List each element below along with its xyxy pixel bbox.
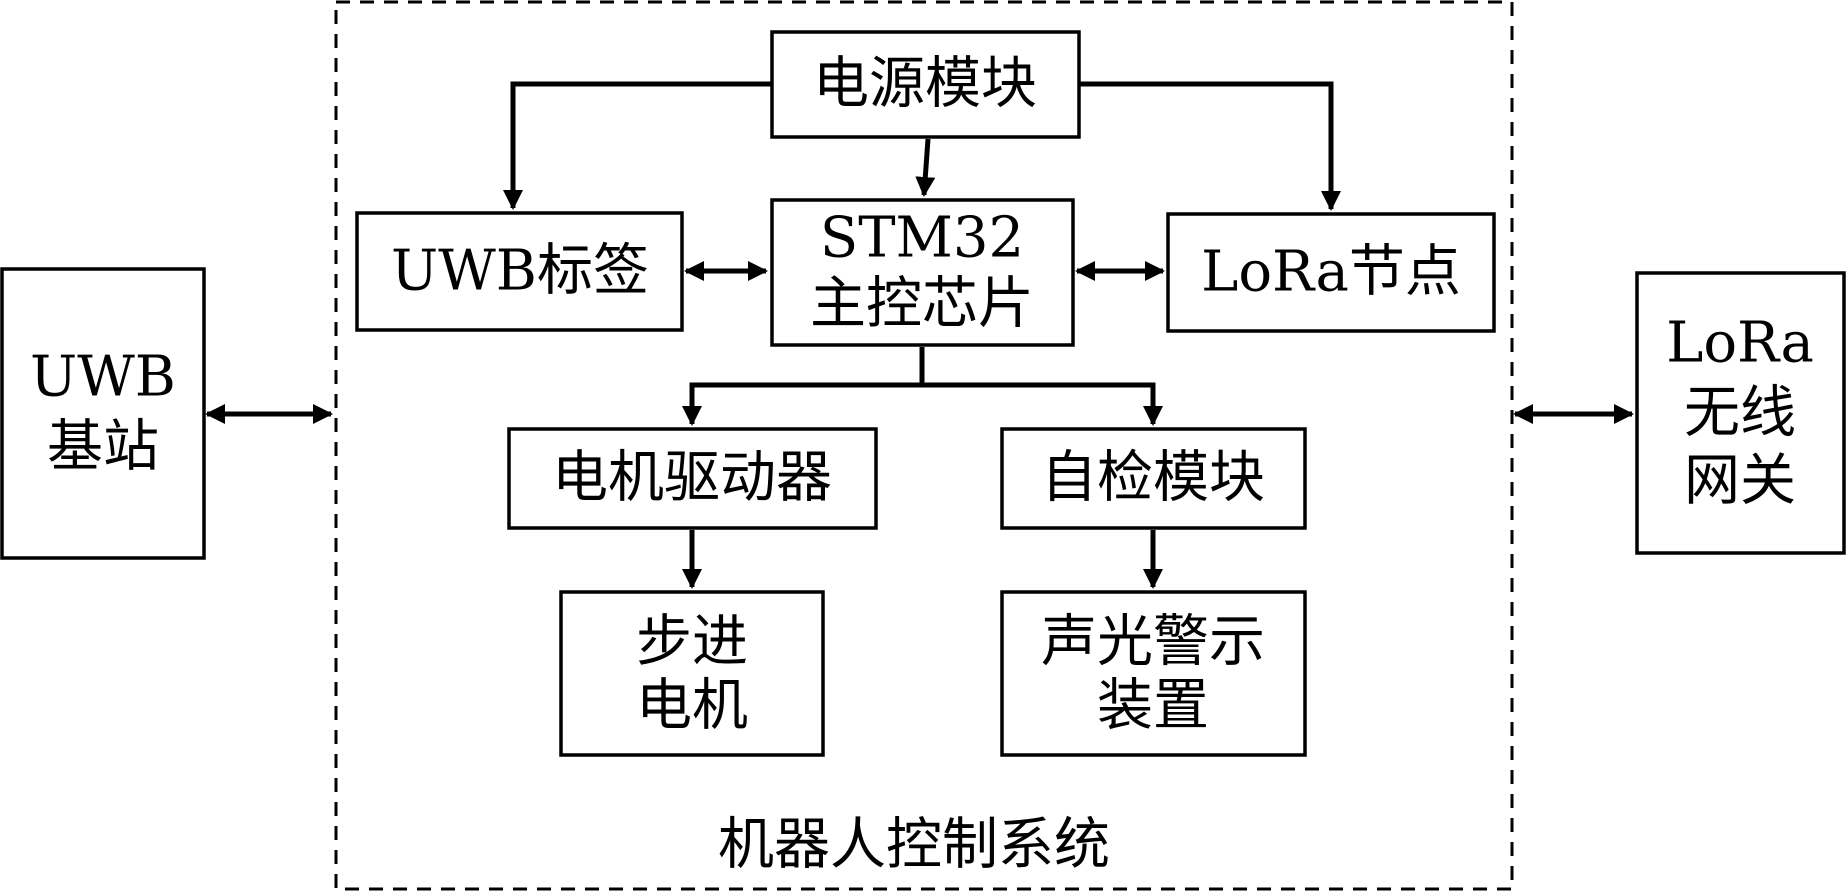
system-label: 机器人控制系统 [718,813,1110,878]
self-check-label: 自检模块 [1041,446,1265,511]
alarm-line-1: 声光警示 [1041,610,1265,675]
lora-gateway-block: LoRa 无线 网关 [1635,271,1846,555]
motor-driver-block: 电机驱动器 [507,427,878,530]
motor-driver-label: 电机驱动器 [552,446,832,511]
uwb-base-station-block: UWB 基站 [0,267,206,560]
system-boundary [334,0,1514,891]
alarm-device-block: 声光警示 装置 [1000,590,1307,757]
power-to-uwb-tag-arrow [503,81,772,210]
lora-gateway-line-3: 网关 [1684,449,1796,514]
power-to-lora-node-arrow [1080,81,1341,211]
uwb-base-line-2: 基站 [47,415,159,480]
mcu-line-1: STM32 [820,206,1024,271]
lora-node-block: LoRa节点 [1166,212,1496,333]
mcu-block: STM32 主控芯片 [770,198,1075,347]
power-module-block: 电源模块 [770,30,1081,139]
lora-gateway-line-2: 无线 [1684,381,1796,446]
mcu-to-self-check-arrow [922,382,1163,426]
self-check-block: 自检模块 [1000,427,1307,530]
mcu-line-2: 主控芯片 [810,272,1034,337]
stepper-line-1: 步进 [636,610,748,675]
alarm-line-2: 装置 [1097,674,1209,739]
stepper-motor-block: 步进 电机 [559,590,825,757]
power-to-mcu-arrow [915,138,936,197]
lora-node-label: LoRa节点 [1201,240,1461,305]
connectors [205,81,1634,589]
power-module-label: 电源模块 [813,52,1037,117]
uwb-base-line-1: UWB [30,345,176,410]
lora-gateway-line-1: LoRa [1666,311,1814,376]
stepper-line-2: 电机 [636,674,748,739]
uwb-tag-label: UWB标签 [391,239,649,304]
uwb-tag-block: UWB标签 [355,211,684,332]
mcu-to-motor-driver-arrow [682,347,925,426]
